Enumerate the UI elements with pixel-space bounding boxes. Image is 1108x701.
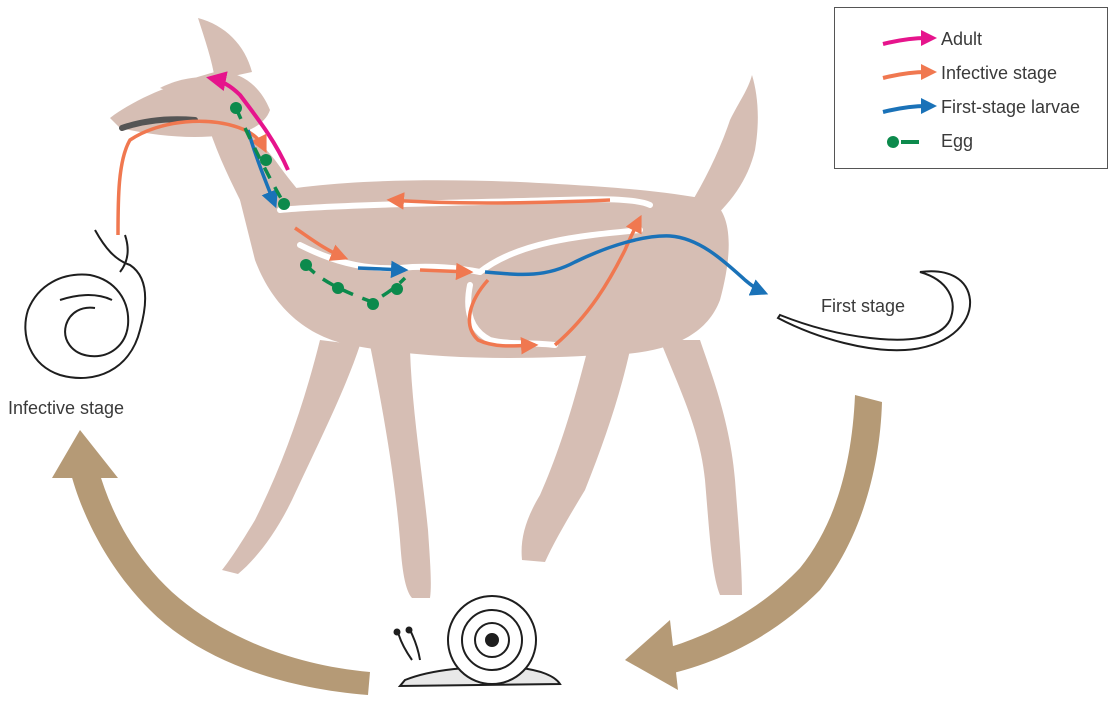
first-stage-gut-arrow (358, 268, 405, 270)
adult-arrow-icon (879, 28, 939, 52)
egg-dot-icon (879, 130, 939, 154)
legend-item-infective: Infective stage (835, 58, 1107, 90)
legend: Adult Infective stage First-stage larvae… (834, 7, 1108, 169)
snail-icon (395, 596, 561, 686)
first-stage-arrow-icon (879, 96, 939, 120)
legend-item-egg: Egg (835, 126, 1107, 158)
coiled-larva-icon (25, 230, 145, 378)
legend-item-first-stage: First-stage larvae (835, 92, 1107, 124)
infective-gut-arrow-2 (420, 270, 470, 272)
infective-stage-label: Infective stage (8, 398, 124, 419)
legend-label: Infective stage (941, 63, 1057, 84)
first-stage-label: First stage (821, 296, 905, 317)
infective-arrow-icon (879, 62, 939, 86)
legend-item-adult: Adult (835, 24, 1107, 56)
legend-label: First-stage larvae (941, 97, 1080, 118)
legend-label: Egg (941, 131, 973, 152)
cycle-arrow-snail-to-infective (52, 430, 370, 695)
cycle-arrow-first-to-snail (625, 395, 882, 690)
legend-label: Adult (941, 29, 982, 50)
deer-silhouette-icon (110, 18, 758, 598)
